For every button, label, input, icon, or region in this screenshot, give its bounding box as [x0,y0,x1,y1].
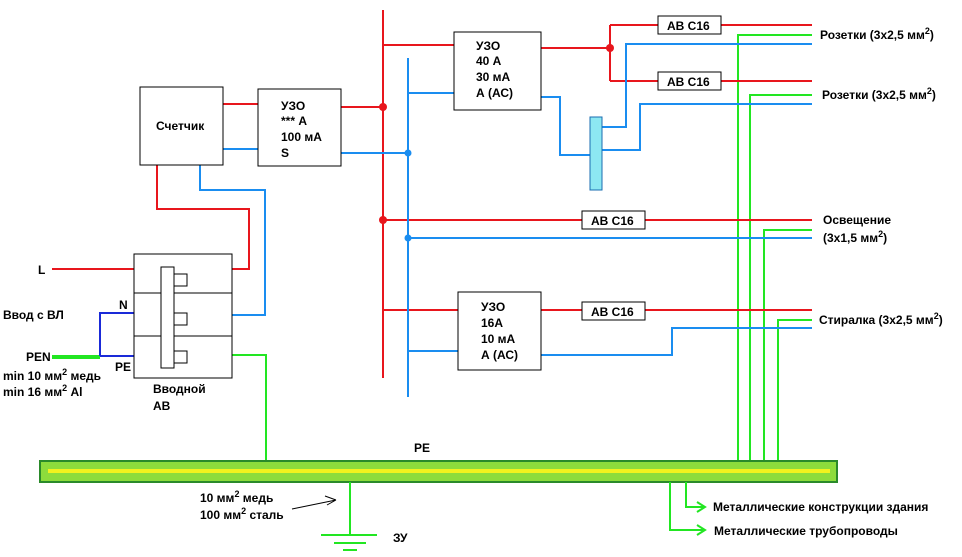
input-pe-label: PE [115,360,131,374]
output-sockets-1: Розетки (3х2,5 мм2) [820,26,934,42]
sockets-rcd: УЗО 40 А 30 мА А (АС) [453,31,542,111]
breaker-3: АВ С16 [581,210,646,230]
ground-label: ЗУ [393,531,408,545]
breaker-4: АВ С16 [581,301,646,321]
main-rcd-line2: *** А [281,114,307,128]
input-breaker-label-1: Вводной [153,382,206,396]
washer-rcd-line4: А (АС) [481,348,518,362]
washer-rcd: УЗО 16А 10 мА А (АС) [457,291,542,371]
main-rcd-line4: S [281,146,289,160]
phase-wires [52,10,812,378]
output-sockets-2: Розетки (3х2,5 мм2) [822,86,936,102]
input-min-al: min 16 мм2 Al [3,383,82,399]
pe-bus-label: PE [414,441,430,455]
input-min-cu: min 10 мм2 медь [3,367,101,383]
breaker-4-label: АВ С16 [591,305,634,319]
main-rcd: УЗО *** А 100 мА S [257,88,342,167]
breaker-2: АВ С16 [657,71,722,91]
output-washer: Стиралка (3х2,5 мм2) [819,311,943,327]
output-lighting-2: (3х1,5 мм2) [823,229,887,245]
output-lighting-1: Освещение [823,213,891,227]
input-breaker [133,253,233,379]
ground-electrode [321,482,377,551]
breaker-1: АВ С16 [657,15,722,35]
sockets-rcd-line2: 40 А [476,54,502,68]
pe-wires [52,34,812,463]
meter: Счетчик [139,86,224,166]
input-source-label: Ввод с ВЛ [3,308,64,322]
breaker-3-label: АВ С16 [591,214,634,228]
meter-label: Счетчик [156,119,205,133]
ground-cu-label: 10 мм2 медь [200,489,273,505]
input-breaker-label-2: АВ [153,399,171,413]
washer-rcd-line2: 16А [481,316,503,330]
washer-rcd-line3: 10 мА [481,332,516,346]
input-n-label: N [119,298,128,312]
neutral-wires [199,43,812,397]
ground-steel-label: 100 мм2 сталь [200,506,284,522]
junction-dots [379,44,614,242]
bonding-structures-label: Металлические конструкции здания [713,500,928,514]
bonding-pipes-label: Металлические трубопроводы [714,524,898,538]
main-rcd-line1: УЗО [281,99,305,113]
neutral-terminal-block [589,116,603,191]
washer-rcd-line1: УЗО [481,300,505,314]
main-rcd-line3: 100 мА [281,130,322,144]
sockets-rcd-line4: А (АС) [476,86,513,100]
input-l-label: L [38,263,45,277]
ground-pointer-arrow [291,495,337,510]
breaker-2-label: АВ С16 [667,75,710,89]
sockets-rcd-line3: 30 мА [476,70,511,84]
sockets-rcd-line1: УЗО [476,39,500,53]
input-pen-label: PEN [26,350,51,364]
bonding-wires [669,482,707,536]
pe-bus-bar [39,460,838,483]
breaker-1-label: АВ С16 [667,19,710,33]
input-neutral-wire [99,312,134,357]
